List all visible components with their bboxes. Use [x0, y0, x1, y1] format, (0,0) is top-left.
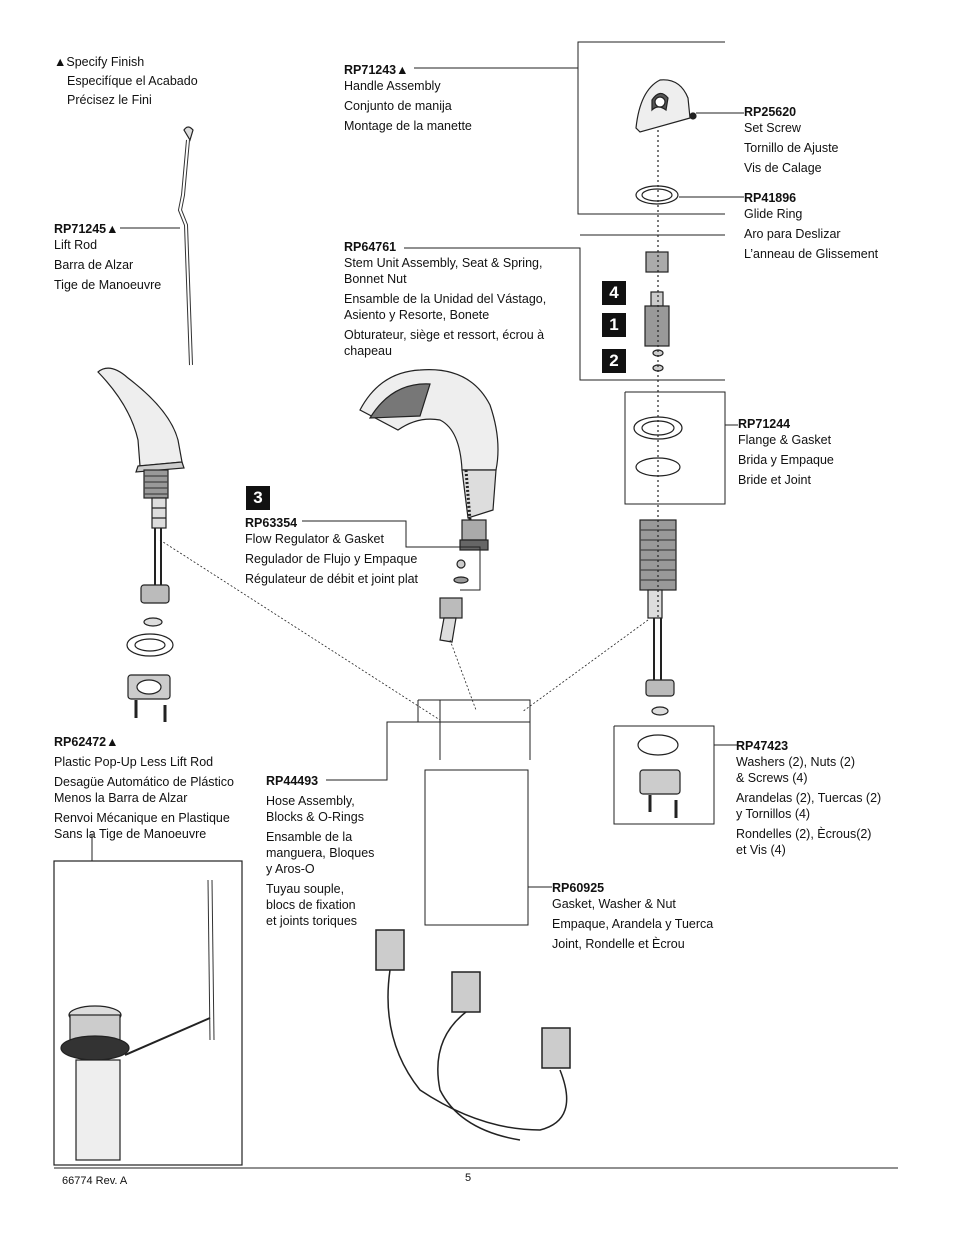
- step-badge-4: 4: [602, 281, 626, 305]
- part-rp71243: RP71243▲ Handle Assembly Conjunto de man…: [344, 63, 472, 133]
- part-rp71244: RP71244 Flange & Gasket Brida y Empaque …: [738, 417, 834, 487]
- part-rp62472: RP62472▲ Plastic Pop-Up Less Lift Rod De…: [54, 735, 234, 841]
- part-rp71245: RP71245▲ Lift Rod Barra de Alzar Tige de…: [54, 222, 162, 292]
- lift-rod-drawing: [177, 126, 194, 366]
- hose-drawing: [375, 929, 571, 1141]
- part-rp60925: RP60925 Gasket, Washer & Nut Empaque, Ar…: [552, 881, 714, 951]
- right-handle-drawing: [633, 79, 697, 818]
- left-handle-drawing: [97, 367, 185, 722]
- leader-lines: [54, 41, 898, 1169]
- step-badge-1: 1: [602, 313, 626, 337]
- part-rp47423: RP47423 Washers (2), Nuts (2) & Screws (…: [736, 739, 882, 857]
- page-number: 5: [465, 1172, 472, 1184]
- part-rp63354: RP63354 Flow Regulator & Gasket Regulado…: [245, 516, 419, 586]
- document-number: 66774 Rev. A: [62, 1175, 128, 1187]
- part-rp25620: RP25620 Set Screw Tornillo de Ajuste Vis…: [744, 105, 839, 175]
- step-badge-3: 3: [246, 486, 270, 510]
- spout-drawing: [359, 369, 499, 643]
- finish-legend: ▲Specify Finish Especifíque el Acabado P…: [54, 55, 198, 107]
- part-rp41896: RP41896 Glide Ring Aro para Deslizar L’a…: [744, 191, 879, 261]
- part-rp44493: RP44493 Hose Assembly, Blocks & O-Rings …: [266, 774, 375, 928]
- part-code: RP71245▲: [54, 222, 119, 236]
- popup-drain-drawing: [53, 834, 243, 1166]
- triangle-icon: ▲: [54, 55, 67, 69]
- step-badge-2: 2: [602, 349, 626, 373]
- part-rp64761: RP64761 Stem Unit Assembly, Seat & Sprin…: [344, 240, 547, 358]
